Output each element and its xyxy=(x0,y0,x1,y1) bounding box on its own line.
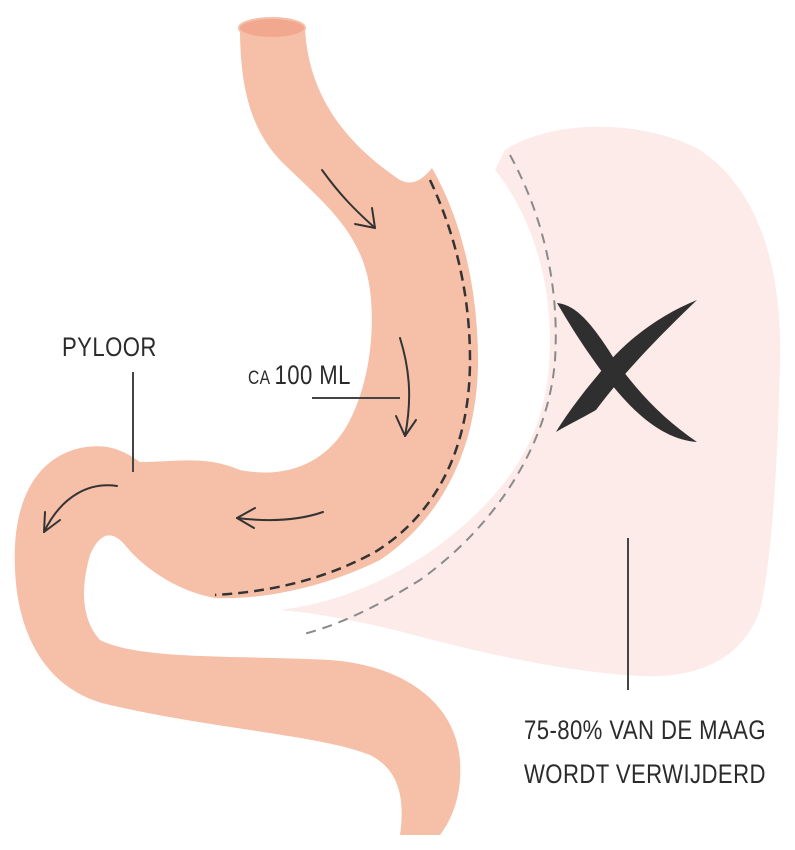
capacity-label: CA 100 ML xyxy=(248,360,351,391)
pyloor-label: PYLOOR xyxy=(62,332,157,363)
removed-portion-label: 75-80% VAN DE MAAG WORDT VERWIJDERD xyxy=(524,708,766,796)
removed-label-line1: 75-80% VAN DE MAAG xyxy=(524,708,766,752)
capacity-prefix: CA xyxy=(248,368,270,389)
removed-label-line2: WORDT VERWIJDERD xyxy=(524,752,766,796)
capacity-value: 100 ML xyxy=(275,360,351,390)
esophagus-opening xyxy=(239,18,305,38)
